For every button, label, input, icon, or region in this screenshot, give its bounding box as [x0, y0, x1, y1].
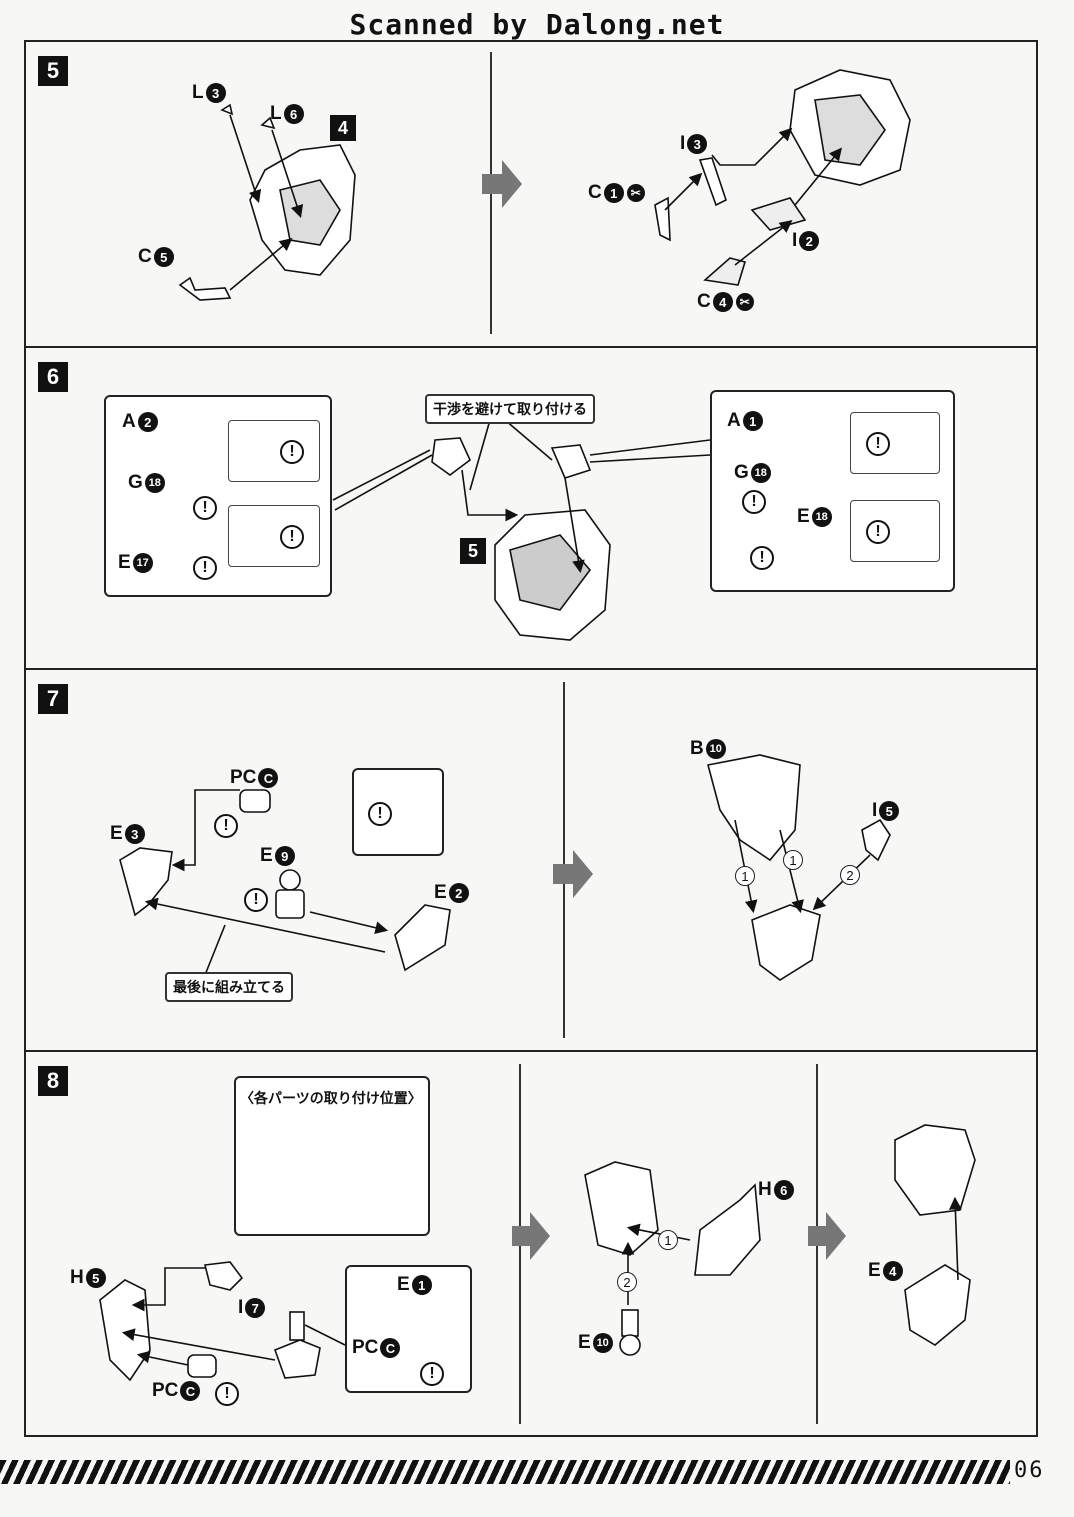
- caution-icon: !: [742, 490, 766, 514]
- divider: [24, 1050, 1038, 1052]
- part-i7: [204, 1261, 244, 1291]
- upper-torso: [894, 1124, 976, 1216]
- next-arrow: [808, 1212, 846, 1260]
- part-e10: [621, 1309, 639, 1337]
- caution-icon: !: [244, 888, 268, 912]
- order-marker: 1: [658, 1230, 678, 1250]
- detail-box: [228, 420, 320, 482]
- part-c5: [178, 276, 232, 301]
- step-number: 6: [38, 362, 68, 392]
- caution-icon: !: [214, 814, 238, 838]
- part-i5: [861, 818, 891, 862]
- next-arrow: [512, 1212, 550, 1260]
- instruction-frame: [24, 40, 1038, 1437]
- detail-callout: [345, 1265, 472, 1393]
- subassembly-badge: 4: [330, 115, 356, 141]
- step-number: 8: [38, 1066, 68, 1096]
- order-marker: 2: [840, 865, 860, 885]
- torso-subassembly: [584, 1161, 659, 1256]
- part-i3: [698, 157, 727, 207]
- part-e3: [119, 847, 173, 917]
- position-callout: [234, 1076, 430, 1236]
- caution-icon: !: [280, 525, 304, 549]
- step-number: 5: [38, 56, 68, 86]
- caution-icon: !: [750, 546, 774, 570]
- part-e9: [275, 889, 305, 919]
- caution-icon: !: [866, 520, 890, 544]
- next-arrow: [553, 850, 593, 898]
- detail-callout: [352, 768, 444, 856]
- right-joint: [550, 444, 592, 479]
- part-b10: [707, 754, 801, 862]
- order-marker: 1: [735, 866, 755, 886]
- caution-icon: !: [866, 432, 890, 456]
- caution-icon: !: [368, 802, 392, 826]
- part-c1: [654, 196, 671, 242]
- cut-icon: ✂: [735, 293, 754, 311]
- divider: [563, 682, 565, 1038]
- next-arrow: [482, 160, 522, 208]
- cut-icon: ✂: [626, 184, 645, 202]
- subassembly-badge: 5: [460, 538, 486, 564]
- part-pc: [239, 789, 271, 813]
- caution-icon: !: [193, 556, 217, 580]
- caution-icon: !: [420, 1362, 444, 1386]
- position-note: 〈各パーツの取り付け位置〉: [240, 1090, 422, 1106]
- detail-box: [850, 500, 940, 562]
- detail-box: [228, 505, 320, 567]
- caution-icon: !: [280, 440, 304, 464]
- caution-icon: !: [215, 1382, 239, 1406]
- footer-stripes: [0, 1460, 1010, 1484]
- note-assemble-last: 最後に組み立てる: [165, 972, 293, 1002]
- order-marker: 2: [617, 1272, 637, 1292]
- part-pc: [187, 1354, 217, 1378]
- divider: [24, 346, 1038, 348]
- left-joint: [431, 437, 471, 476]
- part-h5: [99, 1279, 151, 1382]
- part-h6: [694, 1183, 761, 1276]
- caution-icon: !: [193, 496, 217, 520]
- note-avoid-interference: 干渉を避けて取り付ける: [425, 394, 595, 424]
- divider: [24, 668, 1038, 670]
- part-e4: [904, 1264, 971, 1346]
- chest-base: [751, 904, 821, 981]
- page-number: 06: [1014, 1458, 1045, 1483]
- detail-box: [850, 412, 940, 474]
- order-marker: 1: [783, 850, 803, 870]
- part-e2: [394, 904, 451, 972]
- step-number: 7: [38, 684, 68, 714]
- scanned-watermark: Scanned by Dalong.net: [349, 8, 725, 41]
